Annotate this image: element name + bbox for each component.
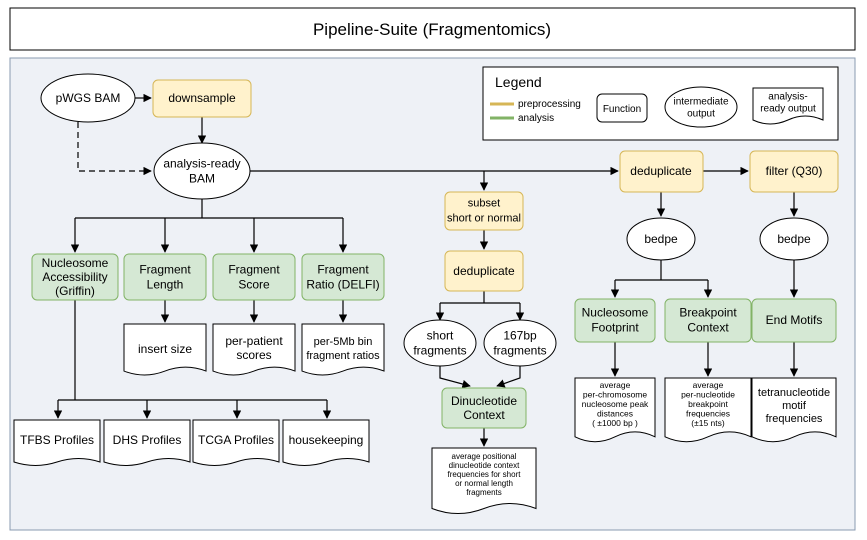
pwgs-bam-node	[40, 73, 136, 123]
per-patient-doc	[212, 323, 296, 376]
bedpe-node-2	[759, 217, 829, 261]
filter-q30-label: filter (Q30)	[766, 164, 823, 178]
legend-intermediate-shape	[664, 86, 738, 128]
nucleosome-output-doc	[574, 377, 656, 443]
legend: Legend preprocessing analysis Function i…	[482, 66, 839, 141]
pwgs-bam-label: pWGS BAM	[56, 91, 121, 105]
analysis-bam-node	[153, 142, 251, 200]
tcga-profiles-doc	[192, 419, 280, 466]
legend-function-label: Function	[603, 104, 641, 115]
connectors	[53, 93, 799, 447]
legend-function-shape	[596, 93, 648, 123]
bedpe-label-1: bedpe	[644, 232, 678, 246]
breakpoint-context-box	[664, 298, 752, 343]
breakpoint-output-doc	[664, 377, 752, 443]
dinucleotide-output-doc	[431, 447, 537, 515]
dhs-profiles-doc	[103, 419, 191, 466]
downsample-box	[152, 79, 252, 118]
legend-ready-label: analysis-ready output	[760, 92, 816, 115]
nucleosome-footprint-box	[574, 298, 656, 343]
bedpe-node-1	[626, 217, 696, 261]
legend-ready-shape	[752, 87, 824, 125]
housekeeping-doc	[282, 419, 370, 466]
legend-heading: Legend	[495, 74, 542, 90]
tfbs-profiles-label: TFBS Profiles	[20, 433, 94, 447]
fragment-ratio-box	[301, 253, 385, 301]
end-motifs-box	[751, 298, 837, 343]
bedpe-label-2: bedpe	[777, 232, 811, 246]
subset-box	[444, 191, 524, 231]
downsample-label: downsample	[168, 91, 236, 105]
legend-analysis-label: analysis	[518, 113, 554, 124]
housekeeping-label: housekeeping	[289, 433, 364, 447]
end-motifs-label: End Motifs	[766, 313, 823, 327]
dhs-profiles-label: DHS Profiles	[113, 433, 182, 447]
insert-size-label: insert size	[138, 342, 192, 356]
deduplicate-right-label: deduplicate	[630, 164, 692, 178]
fragments-167bp-node	[483, 319, 557, 367]
fragment-length-box	[123, 253, 207, 301]
nucleosome-accessibility-box	[31, 253, 119, 301]
tcga-profiles-label: TCGA Profiles	[198, 433, 274, 447]
fragment-score-box	[212, 253, 296, 301]
dinucleotide-context-box	[441, 387, 527, 429]
deduplicate-mid-box	[444, 250, 524, 292]
legend-preprocessing-label: preprocessing	[518, 99, 581, 110]
deduplicate-mid-label: deduplicate	[453, 264, 515, 278]
title-box	[9, 7, 856, 51]
tetranucleotide-output-doc	[751, 377, 837, 443]
tfbs-profiles-doc	[13, 419, 101, 466]
per-5mb-doc	[301, 323, 385, 376]
insert-size-doc	[123, 323, 207, 376]
filter-q30-box	[749, 150, 839, 193]
deduplicate-right-box	[619, 150, 704, 193]
page-title: Pipeline-Suite (Fragmentomics)	[313, 20, 551, 39]
short-fragments-node	[403, 319, 477, 367]
